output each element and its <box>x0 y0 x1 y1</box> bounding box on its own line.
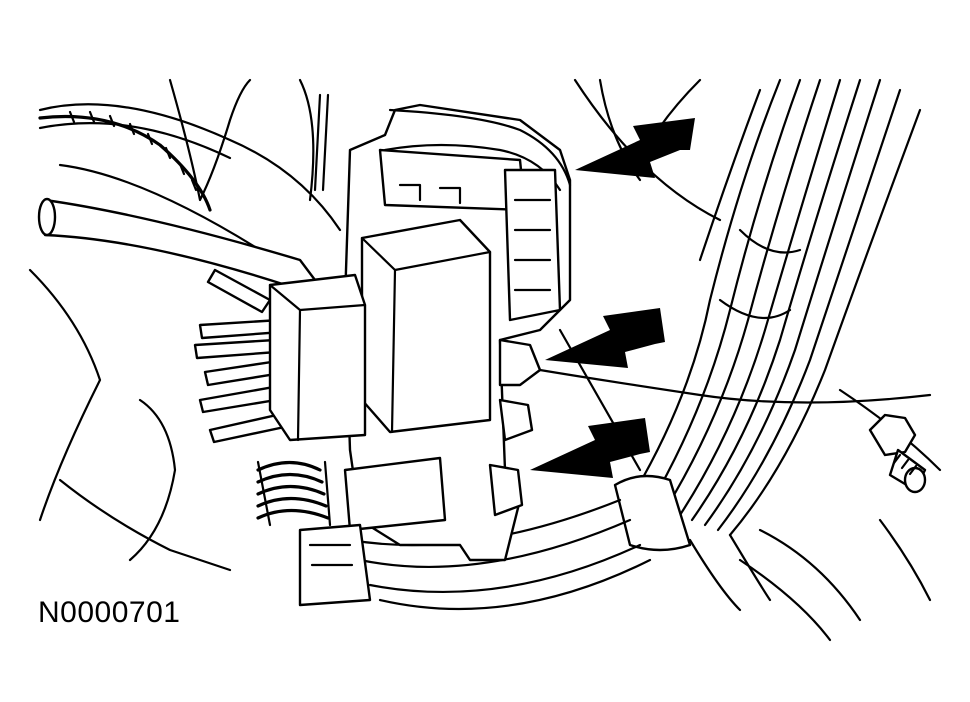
hose <box>37 197 332 302</box>
callout-arrows <box>530 118 695 478</box>
callout-arrow-2 <box>545 308 665 368</box>
callout-arrow-1 <box>575 118 695 178</box>
bolt <box>868 413 927 494</box>
callout-arrow-3 <box>530 418 650 478</box>
figure-id-label: N0000701 <box>38 596 181 629</box>
coiled-cable <box>38 110 212 212</box>
spring-coil <box>256 460 332 527</box>
wire-bundle <box>348 78 922 612</box>
connector-assembly <box>268 93 572 607</box>
